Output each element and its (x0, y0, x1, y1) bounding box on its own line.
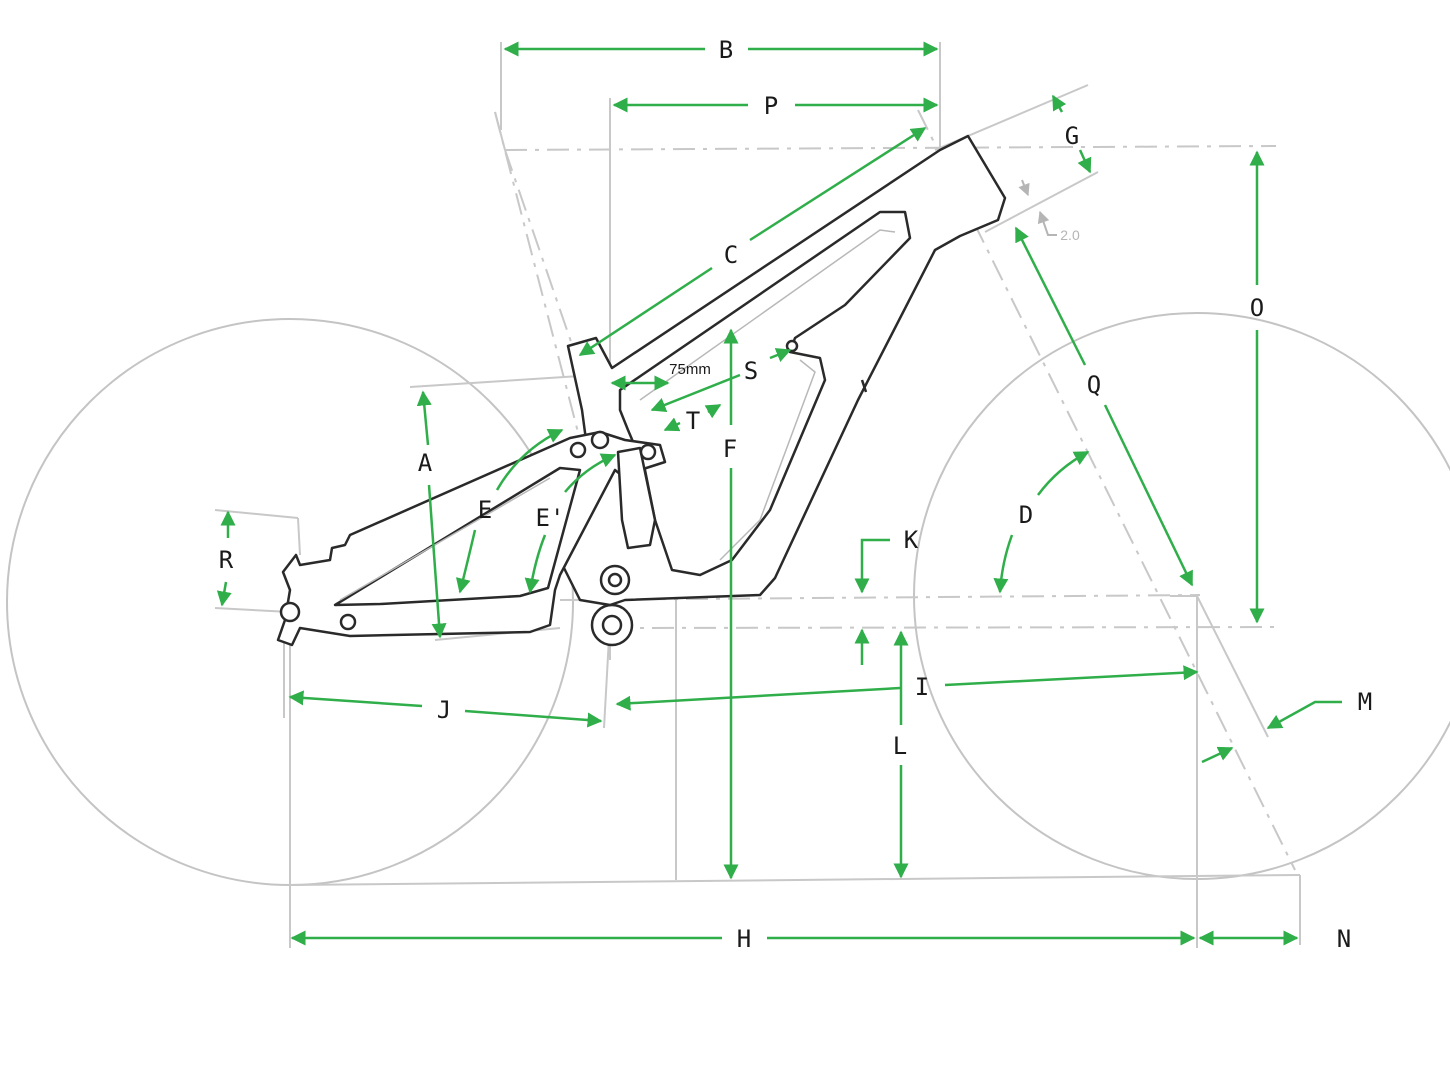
label-r: R (219, 546, 234, 574)
label-l: L (893, 732, 907, 760)
label-75mm: 75mm (669, 361, 711, 378)
label-a: A (418, 449, 433, 477)
label-s: S (744, 357, 758, 385)
label-o: O (1250, 294, 1264, 322)
label-p: P (764, 92, 778, 120)
label-c: C (724, 241, 738, 269)
label-b: B (719, 36, 733, 64)
label-i: I (915, 673, 929, 701)
dimension-labels: B P C G O Q S T F A E E' D K R I M J L H… (219, 36, 1372, 953)
label-t: T (686, 407, 700, 435)
label-h: H (737, 925, 751, 953)
label-q: Q (1087, 371, 1101, 399)
label-n: N (1337, 925, 1351, 953)
label-d: D (1019, 501, 1033, 529)
label-k: K (904, 526, 919, 554)
label-e: E (478, 496, 492, 524)
dimension-arrows (216, 41, 1342, 946)
label-j: J (437, 696, 451, 724)
label-g: G (1065, 122, 1079, 150)
label-m: M (1358, 688, 1372, 716)
label-2-0: 2.0 (1060, 227, 1080, 243)
label-e-prime: E' (536, 504, 565, 532)
bike-frame (276, 134, 1007, 647)
label-f: F (723, 435, 737, 463)
